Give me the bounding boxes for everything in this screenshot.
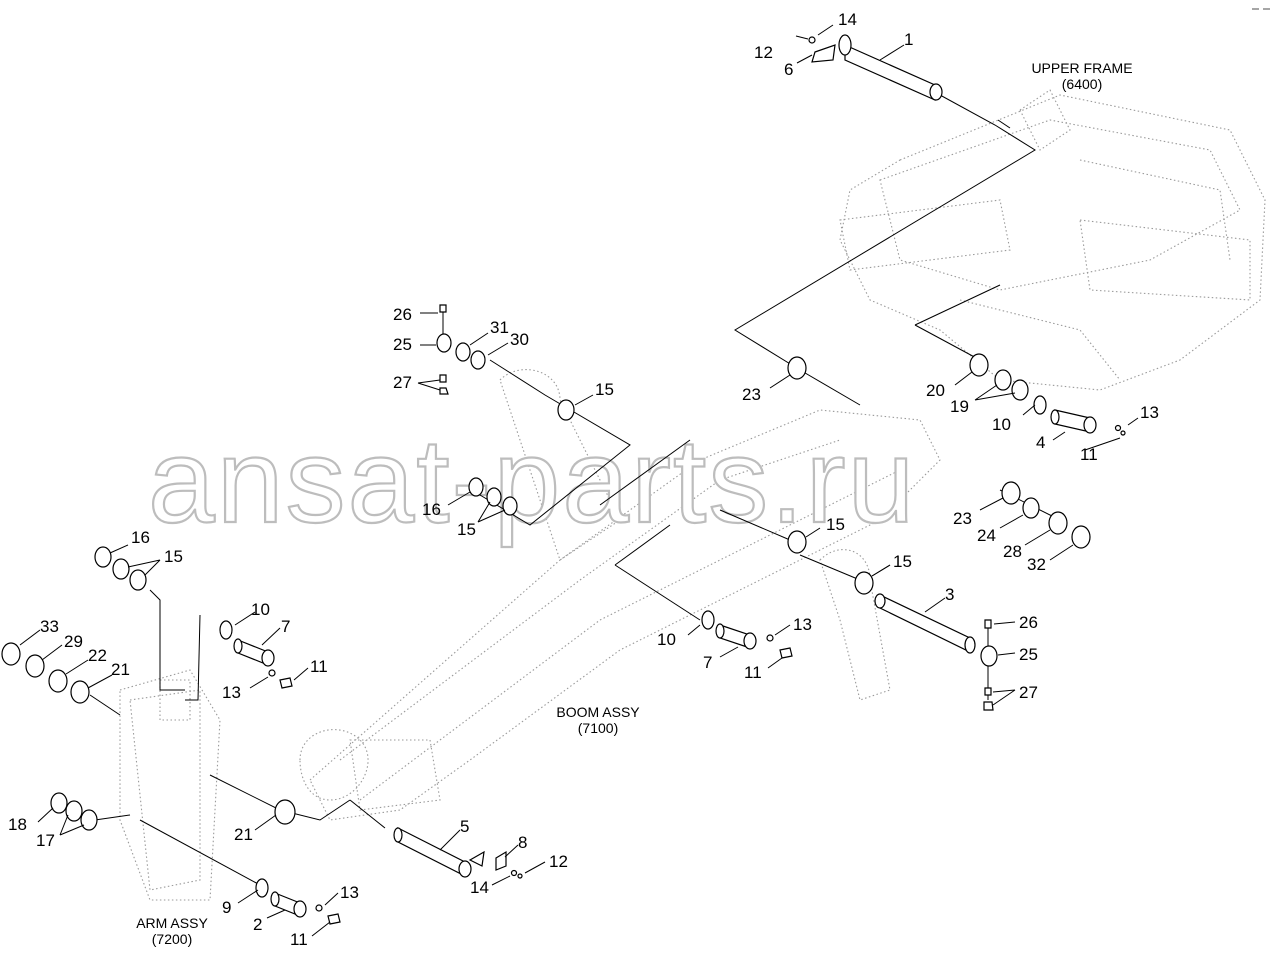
callout-label: 11: [310, 657, 328, 676]
boom-assy-label: BOOM ASSY: [556, 704, 640, 720]
washers: [1, 304, 1091, 831]
part-4-pin: [1033, 395, 1126, 436]
callout-label: 21: [111, 660, 130, 679]
callout-label: 13: [793, 615, 812, 634]
callout-label: 10: [251, 600, 270, 619]
callout-label: 24: [977, 526, 996, 545]
callout-label: 32: [1027, 555, 1046, 574]
assembly-labels: UPPER FRAME (6400) BOOM ASSY (7100) ARM …: [136, 60, 1132, 947]
callout-label: 20: [926, 381, 945, 400]
callout-label: 19: [950, 397, 969, 416]
upper-frame-label: UPPER FRAME: [1031, 60, 1132, 76]
part-7-pin-left: [219, 620, 293, 689]
callout-label: 26: [393, 305, 412, 324]
callout-label: 28: [1003, 542, 1022, 561]
callout-label: 11: [744, 663, 762, 682]
callout-label: 16: [422, 500, 441, 519]
part-5-pin: [393, 827, 523, 879]
arm-assy-code: (7200): [152, 931, 192, 947]
callout-label: 14: [838, 10, 857, 29]
callout-label: 9: [222, 898, 231, 917]
callout-label: 1: [904, 30, 913, 49]
callout-label: 6: [784, 60, 793, 79]
callout-label: 7: [703, 653, 712, 672]
callout-label: 26: [1019, 613, 1038, 632]
part-7-pin-right: [701, 610, 793, 659]
callout-label: 5: [460, 817, 469, 836]
callout-label: 31: [490, 318, 509, 337]
callout-label: 14: [470, 878, 489, 897]
callout-labels: 14 12 6 1 26 25 31 30 27 15 23 20 19 10 …: [8, 10, 1159, 949]
upper-frame-outline: [839, 89, 1266, 391]
callout-label: 25: [1019, 645, 1038, 664]
callout-label: 29: [64, 632, 83, 651]
callout-label: 12: [549, 852, 568, 871]
callout-label: 8: [518, 833, 527, 852]
callout-label: 27: [1019, 683, 1038, 702]
callout-label: 15: [457, 520, 476, 539]
boom-assy-code: (7100): [578, 720, 618, 736]
callout-label: 23: [742, 385, 761, 404]
callout-label: 22: [88, 646, 107, 665]
callout-label: 11: [290, 930, 308, 949]
watermark-text: ansat-parts.ru: [148, 414, 916, 548]
callout-label: 15: [164, 547, 183, 566]
callout-label: 17: [36, 831, 55, 850]
callout-label: 3: [945, 585, 954, 604]
callout-label: 15: [826, 515, 845, 534]
part-2-pin: [255, 878, 341, 925]
callout-label: 15: [893, 552, 912, 571]
callout-label: 11: [1080, 445, 1098, 464]
callout-label: 7: [281, 617, 290, 636]
callout-label: 23: [953, 509, 972, 528]
callout-label: 4: [1036, 433, 1045, 452]
callout-label: 13: [340, 883, 359, 902]
upper-frame-code: (6400): [1062, 76, 1102, 92]
arm-assy-outline: [119, 669, 221, 901]
callout-label: 33: [40, 617, 59, 636]
callout-label: 15: [595, 380, 614, 399]
callout-label: 10: [992, 415, 1011, 434]
callout-label: 13: [222, 683, 241, 702]
part-1-pin: [795, 34, 943, 101]
callout-label: 30: [510, 330, 529, 349]
callout-label: 2: [253, 915, 262, 934]
callout-label: 21: [234, 825, 253, 844]
callout-label: 13: [1140, 403, 1159, 422]
callout-leaders: [19, 24, 1139, 937]
part-3-pin: [874, 593, 976, 654]
arm-assy-label: ARM ASSY: [136, 915, 208, 931]
callout-label: 16: [131, 528, 150, 547]
callout-label: 10: [657, 630, 676, 649]
callout-label: 12: [754, 43, 773, 62]
callout-label: 25: [393, 335, 412, 354]
callout-label: 18: [8, 815, 27, 834]
callout-label: 27: [393, 373, 412, 392]
